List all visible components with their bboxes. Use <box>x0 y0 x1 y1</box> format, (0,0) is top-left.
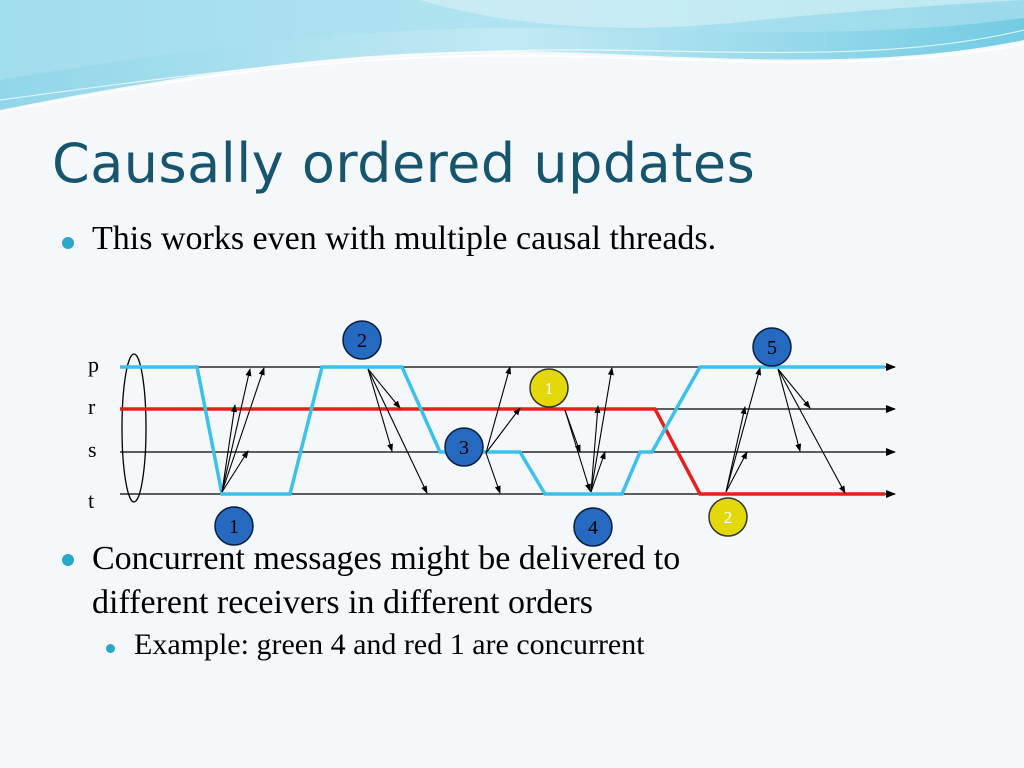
messages-from-red-event-1 <box>564 409 591 492</box>
bullet-dot-icon <box>62 554 74 566</box>
causal-order-diagram: p r s t <box>88 320 896 547</box>
badge-label: 1 <box>229 516 239 538</box>
badge-label: 3 <box>459 437 469 459</box>
bullet-text: This works even with multiple causal thr… <box>92 220 717 257</box>
bullet-text-line-2: different receivers in different orders <box>92 584 593 621</box>
badge-label: 5 <box>767 337 777 359</box>
sub-bullet-item: Example: green 4 and red 1 are concurren… <box>106 628 645 662</box>
messages-from-red-event-2 <box>725 367 762 493</box>
badge-label: 1 <box>545 379 554 398</box>
badge-label: 2 <box>357 330 367 352</box>
event-badge-yellow-2: 2 <box>708 497 748 537</box>
process-label-p: p <box>88 352 99 377</box>
event-badge-blue-5: 5 <box>752 327 792 367</box>
messages-from-event-5 <box>777 368 846 494</box>
bullet-text-line-1: Concurrent messages might be delivered t… <box>92 540 681 577</box>
bullet-item-2: Concurrent messages might be delivered t… <box>62 537 680 625</box>
header-wave-banner <box>0 0 1024 113</box>
bullet-dot-icon <box>62 237 74 249</box>
slide-title: Causally ordered updates <box>52 132 756 195</box>
messages-from-event-1 <box>221 367 265 493</box>
badge-label: 2 <box>724 508 733 527</box>
process-label-s: s <box>88 437 97 462</box>
event-badge-blue-4: 4 <box>573 507 613 547</box>
process-label-t: t <box>88 488 94 513</box>
badge-label: 4 <box>588 517 598 539</box>
event-badge-blue-2: 2 <box>342 320 382 360</box>
bullet-item-1: This works even with multiple causal thr… <box>62 220 716 258</box>
event-badge-blue-3: 3 <box>444 427 484 467</box>
event-badge-yellow-1: 1 <box>529 368 569 408</box>
sub-bullet-text: Example: green 4 and red 1 are concurren… <box>134 628 645 661</box>
sub-bullet-dot-icon <box>106 644 115 653</box>
messages-from-event-3 <box>485 366 521 494</box>
event-badge-blue-1: 1 <box>214 506 254 546</box>
process-group-ellipse <box>121 353 147 503</box>
process-label-r: r <box>88 394 96 419</box>
messages-from-event-4 <box>590 367 614 493</box>
messages-from-event-2 <box>367 368 428 494</box>
